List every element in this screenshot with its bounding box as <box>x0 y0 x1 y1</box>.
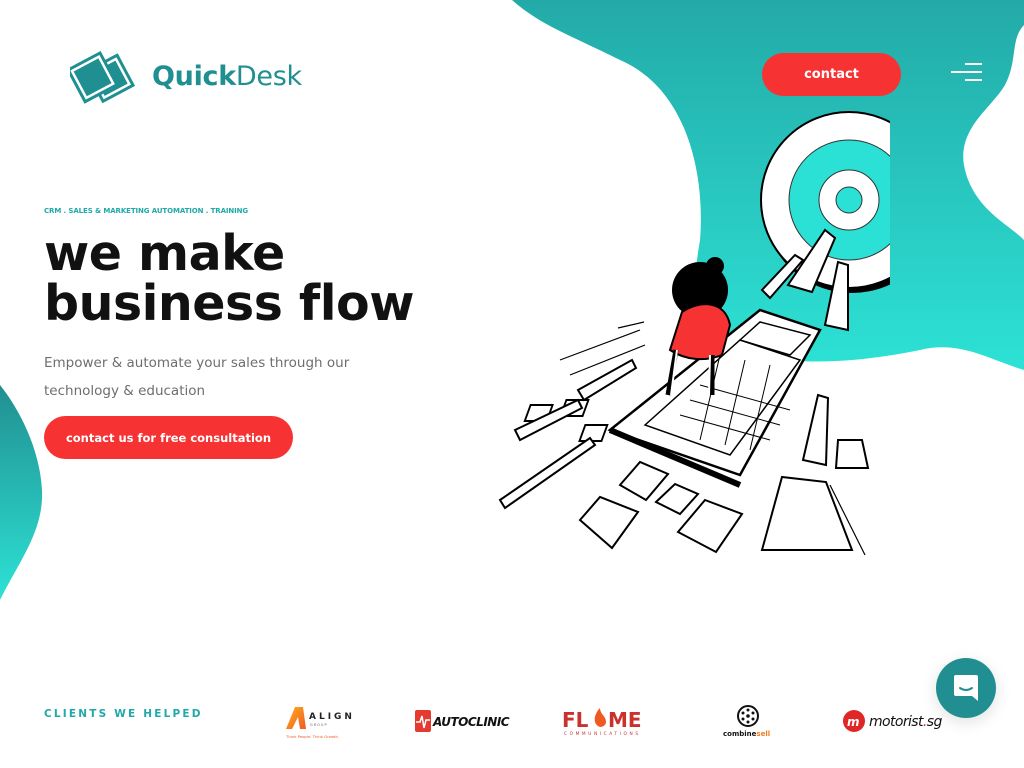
svg-text:GROUP: GROUP <box>310 723 328 727</box>
hamburger-menu-icon[interactable] <box>950 61 984 83</box>
headline-line-1: we make <box>44 225 285 282</box>
motorist-logo-icon: m motorist.sg <box>843 710 942 732</box>
client-logo-combinesell[interactable]: combinesell <box>720 700 776 742</box>
headline-line-2: business flow <box>44 275 414 332</box>
svg-text:Think People. Think Growth.: Think People. Think Growth. <box>285 734 339 739</box>
target-icon <box>760 111 890 293</box>
client-logo-align[interactable]: ALIGN GROUP Think People. Think Growth. <box>284 700 360 742</box>
client-logo-autoclinic[interactable]: AUTOCLINIC <box>414 700 512 742</box>
clients-section: CLIENTS WE HELPED ALIGN GROUP Think Peop… <box>0 690 1024 750</box>
clients-heading: CLIENTS WE HELPED <box>44 708 203 720</box>
quickdesk-logo[interactable]: QuickDesk <box>70 45 302 107</box>
svg-text:ME: ME <box>608 708 642 732</box>
svg-text:m: m <box>847 715 860 729</box>
brand-name-regular: Desk <box>235 60 302 92</box>
flame-logo-icon: FL ME COMMUNICATIONS <box>562 708 642 737</box>
svg-text:COMMUNICATIONS: COMMUNICATIONS <box>564 731 641 737</box>
align-logo-icon: ALIGN GROUP Think People. Think Growth. <box>285 707 355 739</box>
svg-text:combinesell: combinesell <box>723 730 770 738</box>
free-consultation-button[interactable]: contact us for free consultation <box>44 416 293 459</box>
svg-text:ALIGN: ALIGN <box>309 712 355 722</box>
hero-illustration <box>498 111 890 556</box>
svg-text:AUTOCLINIC: AUTOCLINIC <box>432 715 510 729</box>
chat-bubble-icon <box>954 675 978 701</box>
brand-name: QuickDesk <box>152 61 302 92</box>
woman-figure-icon <box>665 257 732 396</box>
autoclinic-logo-icon: AUTOCLINIC <box>415 710 510 732</box>
menu-line <box>965 63 982 65</box>
client-logo-motorist[interactable]: m motorist.sg <box>842 700 942 742</box>
menu-line <box>965 79 982 81</box>
teal-blob-left <box>0 385 43 600</box>
hero-tagline: CRM . SALES & MARKETING AUTOMATION . TRA… <box>44 207 249 215</box>
brand-name-bold: Quick <box>152 60 236 92</box>
logo-mark-icon <box>70 50 136 104</box>
svg-text:motorist.sg: motorist.sg <box>869 714 942 730</box>
hero-section: CRM . SALES & MARKETING AUTOMATION . TRA… <box>44 207 464 459</box>
svg-text:FL: FL <box>562 708 589 732</box>
hero-headline: we make business flow <box>44 229 464 329</box>
site-header: QuickDesk contact <box>0 0 1024 140</box>
chat-launcher-button[interactable] <box>936 658 996 718</box>
contact-button[interactable]: contact <box>762 53 901 96</box>
menu-line <box>951 71 982 73</box>
client-logo-flame[interactable]: FL ME COMMUNICATIONS <box>562 700 652 742</box>
combinesell-logo-icon: combinesell <box>723 705 770 738</box>
hero-subtext: Empower & automate your sales through ou… <box>44 355 350 399</box>
